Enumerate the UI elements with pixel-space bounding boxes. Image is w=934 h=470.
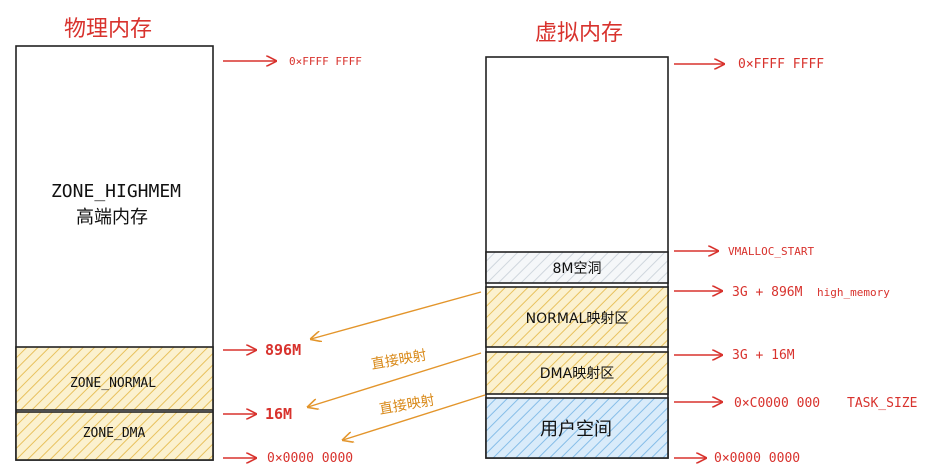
normal-mapping-box <box>485 286 669 348</box>
zone-highmem-desc: 高端内存 <box>76 207 148 228</box>
dma-mapping-label: DMA映射区 <box>540 366 614 382</box>
zone-normal-label: ZONE_NORMAL <box>70 376 156 391</box>
physical-896m-address: 896M <box>265 341 301 359</box>
normal-direct-map-arrow-bottom <box>308 352 482 407</box>
dma-direct-map-arrow <box>343 394 486 440</box>
physical-memory-title: 物理内存 <box>64 17 152 42</box>
vmalloc-start-address: VMALLOC_START <box>728 245 814 258</box>
task-size-address: 0×C0000 000 <box>734 396 820 411</box>
zone-dma-label: ZONE_DMA <box>83 426 146 441</box>
zone-highmem-label: ZONE_HIGHMEM <box>51 181 181 202</box>
normal-direct-map-arrow-top <box>311 291 482 339</box>
zone-dma-box <box>15 411 214 461</box>
user-space-box <box>485 397 669 459</box>
user-space-label: 用户空间 <box>540 419 612 440</box>
high-memory-label: high_memory <box>817 286 890 299</box>
high-memory-address: 3G + 896M <box>732 285 803 300</box>
hole-box <box>485 251 669 284</box>
virtual-16m-address: 3G + 16M <box>732 348 795 363</box>
physical-top-address: 0×FFFF FFFF <box>289 55 362 68</box>
direct-mapping-label-1: 直接映射 <box>370 346 428 372</box>
hole-label: 8M空洞 <box>553 261 602 277</box>
zone-normal-box <box>15 346 214 411</box>
task-size-label: TASK_SIZE <box>847 396 917 411</box>
dma-mapping-box <box>485 351 669 395</box>
physical-16m-address: 16M <box>265 405 292 423</box>
normal-mapping-label: NORMAL映射区 <box>526 311 629 327</box>
virtual-bottom-address: 0×0000 0000 <box>714 451 800 466</box>
physical-bottom-address: 0×0000 0000 <box>267 451 353 466</box>
virtual-top-address: 0×FFFF FFFF <box>738 57 824 72</box>
virtual-memory-title: 虚拟内存 <box>535 21 623 46</box>
